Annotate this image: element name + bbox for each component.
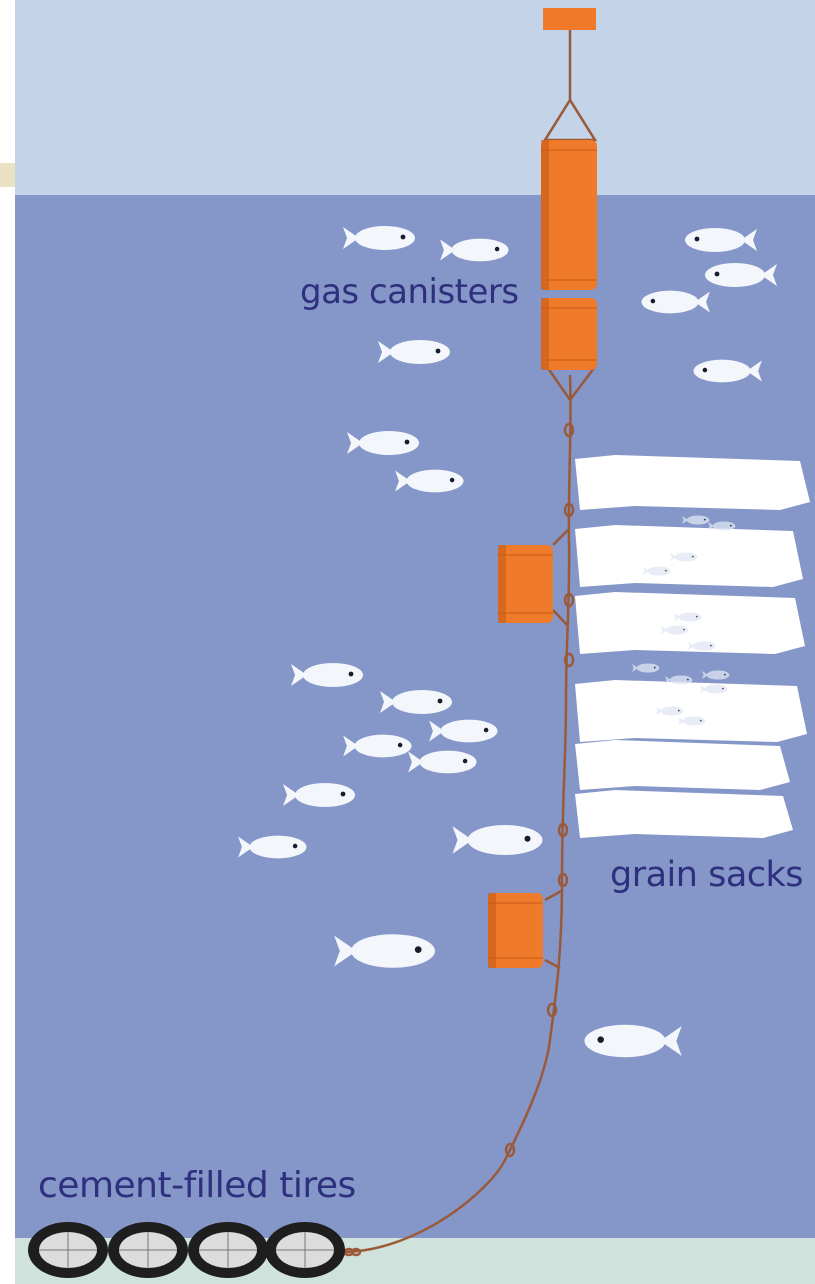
gas-canisters-label: gas canisters (300, 272, 519, 312)
tire-icon (108, 1222, 188, 1278)
fish-body (355, 226, 415, 250)
tire-icon (265, 1222, 345, 1278)
canister-icon (488, 893, 543, 968)
fish-body (585, 1025, 666, 1057)
fish-eye (687, 679, 689, 681)
fish-eye (495, 247, 500, 252)
fish-body (705, 684, 728, 693)
fish-eye (597, 1036, 603, 1042)
grain-sack-icon (575, 790, 793, 838)
fish-body (452, 239, 509, 262)
fish-eye (678, 710, 680, 712)
canister-body (488, 893, 543, 968)
fish-eye (730, 525, 732, 527)
fish-body (707, 670, 730, 679)
fish-eye (341, 792, 346, 797)
fish-eye (724, 674, 726, 676)
fish-body (661, 706, 684, 715)
tire-icon (28, 1222, 108, 1278)
fish-body (693, 641, 716, 650)
fish-body (675, 552, 698, 561)
fish-body (694, 360, 751, 383)
fish-eye (293, 844, 298, 849)
fish-eye (651, 299, 656, 304)
canister-body (541, 140, 597, 290)
side-tab (0, 163, 15, 187)
fish-body (637, 663, 660, 672)
fish-body (351, 934, 435, 968)
fish-body (713, 521, 736, 530)
fish-body (390, 340, 450, 364)
fish-body (687, 515, 710, 524)
fish-body (670, 675, 693, 684)
fish-body (407, 470, 464, 493)
fish-eye (450, 478, 455, 483)
fish-eye (696, 616, 698, 618)
fish-body (441, 720, 498, 743)
fish-eye (695, 237, 700, 242)
flag (543, 8, 596, 30)
tire-icon (188, 1222, 268, 1278)
fish-eye (700, 720, 702, 722)
fish-eye (436, 349, 441, 354)
fish-body (295, 783, 355, 807)
fish-eye (704, 519, 706, 521)
canister-shade (541, 140, 549, 290)
fish-eye (683, 629, 685, 631)
canister-shade (498, 545, 506, 623)
fish-body (420, 751, 477, 774)
grain-sack-icon (575, 680, 807, 742)
canister-body (541, 298, 597, 370)
fish-eye (665, 570, 667, 572)
fish-body (355, 735, 412, 758)
fish-eye (484, 728, 489, 733)
cement-filled-tires-label: cement-filled tires (38, 1165, 356, 1206)
fish-eye (405, 440, 410, 445)
fish-eye (525, 836, 531, 842)
canister-icon (498, 545, 553, 623)
fish-body (359, 431, 419, 455)
canister-icon (541, 298, 597, 370)
fish-eye (415, 946, 422, 953)
fish-body (679, 612, 702, 621)
fish-body (642, 291, 699, 314)
fish-eye (438, 699, 443, 704)
fish-eye (654, 667, 656, 669)
fish-eye (703, 368, 708, 373)
canister-icon (541, 140, 597, 290)
fish-body (705, 263, 765, 287)
fish-body (685, 228, 745, 252)
canister-body (498, 545, 553, 623)
fish-eye (715, 272, 720, 277)
fish-body (250, 836, 307, 859)
canister-shade (488, 893, 496, 968)
fish-body (392, 690, 452, 714)
fish-eye (463, 759, 468, 764)
fish-eye (398, 743, 403, 748)
grain-sacks-label: grain sacks (610, 855, 803, 895)
fish-eye (710, 645, 712, 647)
fish-eye (349, 672, 354, 677)
fish-body (648, 566, 671, 575)
fish-body (468, 825, 543, 855)
fish-body (303, 663, 363, 687)
canister-shade (541, 298, 549, 370)
sky (15, 0, 815, 195)
fish-eye (401, 235, 406, 240)
fish-body (666, 625, 689, 634)
fish-body (683, 716, 706, 725)
fish-eye (692, 556, 694, 558)
fish-eye (722, 688, 724, 690)
grain-sack-icon (575, 455, 810, 510)
grain-sack-icon (575, 740, 790, 790)
